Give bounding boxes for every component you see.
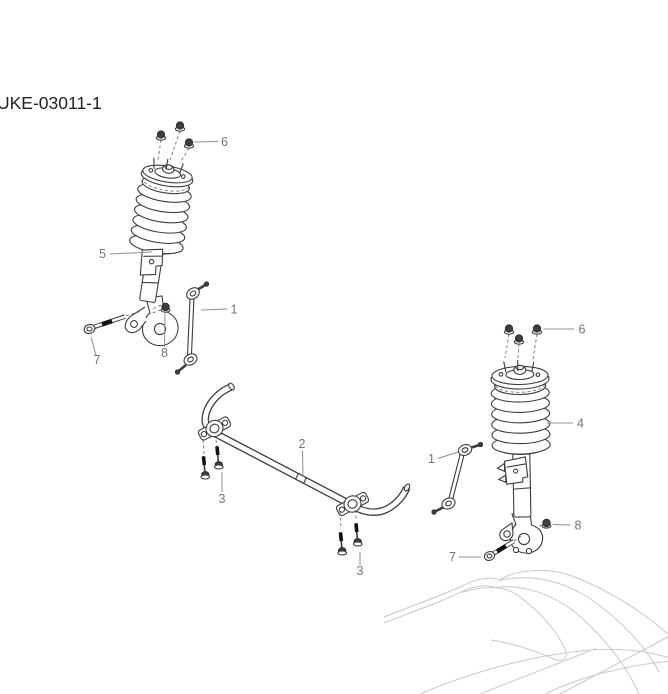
callout-8-left-label: 8 (161, 346, 168, 360)
callout-bracket-left-leader-dot (151, 304, 162, 310)
callout-2-label: 2 (299, 437, 306, 451)
stabilizer-bar (201, 382, 411, 516)
callout-6-right-label: 6 (579, 323, 586, 337)
callout-6-left-label: 6 (221, 135, 228, 149)
callout-4-label: 4 (577, 417, 584, 431)
fork-nut-right (534, 518, 552, 529)
mount-nuts-left (155, 121, 195, 164)
callout-fork-bolt-left: 7 (90, 336, 101, 367)
callout-8-right-label: 8 (575, 519, 582, 533)
mount-nuts-right (503, 324, 543, 360)
callout-3-right-label: 3 (357, 564, 364, 578)
callout-strut-right: 4 (547, 417, 584, 431)
callout-fork-nut-left: 8 (161, 312, 168, 360)
bar-clamp-left (197, 416, 232, 441)
stabilizer-link-left (174, 281, 210, 375)
fork-bolt-left (83, 311, 141, 335)
fork-nut-left (148, 302, 171, 315)
callout-mount-nuts-right: 6 (543, 323, 586, 337)
callout-bracket-left: 5 (99, 247, 153, 261)
callout-link-left: 1 (200, 303, 238, 317)
clamp-bolts-left (200, 439, 224, 480)
strut-fork-right (499, 512, 544, 555)
callout-1-left-label: 1 (231, 303, 238, 317)
strut-fork-left (124, 295, 179, 347)
strut-assembly-right (490, 360, 551, 518)
callout-link-right: 1 (428, 451, 459, 466)
callout-1-right-label: 1 (428, 452, 435, 466)
vehicle-body-outline (383, 569, 668, 694)
stabilizer-link-right (431, 441, 484, 515)
callout-fork-bolt-right: 7 (449, 550, 481, 564)
callout-clamp-bolts-right: 3 (357, 552, 364, 578)
fork-bolt-right (483, 536, 522, 562)
callout-stabilizer-bar: 2 (299, 437, 306, 478)
bar-clamp-right (335, 491, 370, 517)
callout-clamp-bolts-left: 3 (219, 472, 226, 506)
callout-mount-nuts-left: 6 (193, 135, 228, 149)
clamp-bolts-right (337, 509, 363, 556)
callout-7-right-label: 7 (449, 550, 456, 564)
drawing-number: UKE-03011-1 (0, 93, 102, 113)
callout-3-left-label: 3 (219, 492, 226, 506)
callout-5-label: 5 (99, 247, 106, 261)
strut-assembly-left (129, 157, 194, 303)
callout-7-left-label: 7 (94, 353, 101, 367)
callout-fork-nut-right: 8 (552, 519, 582, 533)
